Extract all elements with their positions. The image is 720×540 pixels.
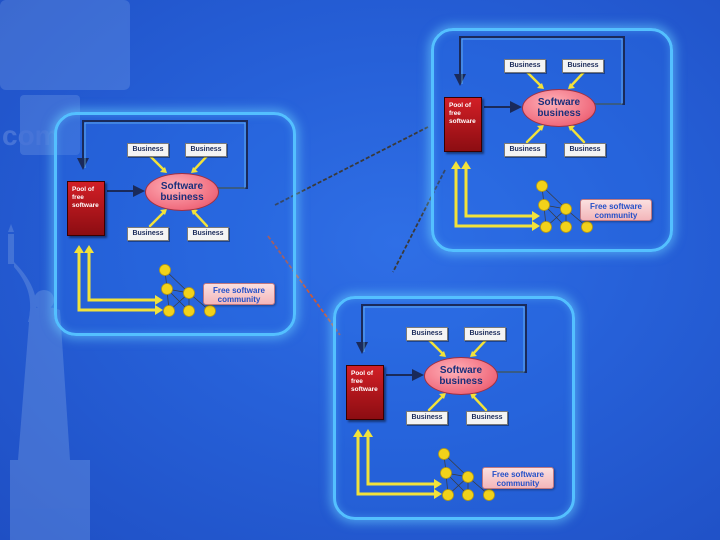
pool-of-free-software-box: Pool of free software — [346, 365, 384, 420]
free-software-community-box: Free software community — [482, 467, 554, 489]
community-nodes — [159, 264, 216, 317]
panel-top-right-diagram: Business Business Business Business Pool… — [431, 28, 673, 252]
software-business-ellipse: Software business — [145, 173, 219, 211]
pool-label-line3: software — [72, 202, 99, 209]
pool-label-line1: Pool of — [72, 186, 95, 193]
business-arrow-4 — [470, 393, 488, 412]
business-arrow-3 — [525, 125, 544, 144]
pool-label-line2: free — [72, 194, 84, 201]
business-arrow-2 — [470, 338, 488, 357]
business-box-top-left: Business — [127, 143, 169, 157]
connector-left-to-top — [274, 126, 429, 206]
software-label-line2: business — [537, 108, 581, 119]
business-box-bottom-left: Business — [127, 227, 169, 241]
software-business-ellipse: Software business — [522, 89, 596, 127]
business-arrow-1 — [427, 338, 446, 357]
pool-label-line2: free — [449, 110, 461, 117]
feedback-loop-line-highlight — [84, 122, 246, 189]
community-label-line2: community — [496, 479, 540, 488]
svg-text:com: com — [2, 120, 60, 151]
business-arrow-4 — [191, 209, 209, 228]
business-box-top-right: Business — [464, 327, 506, 341]
business-box-top-left: Business — [406, 327, 448, 341]
software-label-line2: business — [439, 376, 483, 387]
business-box-bottom-left: Business — [504, 143, 546, 157]
business-box-bottom-right: Business — [564, 143, 606, 157]
software-label-line1: Software — [439, 365, 483, 376]
pool-label-line3: software — [351, 386, 378, 393]
statue-of-liberty-silhouette — [8, 224, 90, 540]
business-box-top-right: Business — [562, 59, 604, 73]
connector-top-to-bottom — [392, 169, 446, 273]
software-label-line2: business — [160, 192, 204, 203]
business-arrow-3 — [148, 209, 167, 228]
software-label-line1: Software — [160, 181, 204, 192]
panel-left-diagram: Business Business Business Business Pool… — [54, 112, 296, 336]
community-label-line1: Free software — [589, 202, 643, 211]
business-arrow-2 — [568, 70, 586, 89]
community-l-arrows — [454, 167, 534, 228]
connector-left-to-bottom — [267, 235, 341, 336]
software-label-line1: Software — [537, 97, 581, 108]
feedback-loop-line-highlight — [461, 38, 623, 105]
business-arrow-2 — [191, 154, 209, 173]
community-label-line2: community — [594, 211, 638, 220]
pool-of-free-software-box: Pool of free software — [67, 181, 105, 236]
free-software-community-box: Free software community — [203, 283, 275, 305]
software-business-ellipse: Software business — [424, 357, 498, 395]
pool-of-free-software-box: Pool of free software — [444, 97, 482, 152]
community-l-arrows — [77, 251, 157, 312]
business-arrow-1 — [525, 70, 544, 89]
business-box-top-right: Business — [185, 143, 227, 157]
community-label-line2: community — [217, 295, 261, 304]
diagram-lines — [74, 120, 248, 317]
business-box-bottom-right: Business — [187, 227, 229, 241]
diagram-lines — [451, 36, 625, 233]
free-software-community-box: Free software community — [580, 199, 652, 221]
pool-label-line2: free — [351, 378, 363, 385]
community-l-arrows — [356, 435, 436, 496]
pool-label-line1: Pool of — [351, 370, 374, 377]
pool-label-line1: Pool of — [449, 102, 472, 109]
feedback-loop-line-highlight — [363, 306, 525, 373]
business-box-bottom-left: Business — [406, 411, 448, 425]
community-label-line1: Free software — [491, 470, 545, 479]
business-box-bottom-right: Business — [466, 411, 508, 425]
business-box-top-left: Business — [504, 59, 546, 73]
business-arrow-3 — [427, 393, 446, 412]
business-arrow-4 — [568, 125, 586, 144]
community-nodes — [536, 180, 593, 233]
panel-bottom-diagram: Business Business Business Business Pool… — [333, 296, 575, 520]
pool-label-line3: software — [449, 118, 476, 125]
community-nodes — [438, 448, 495, 501]
business-arrow-1 — [148, 154, 167, 173]
community-label-line1: Free software — [212, 286, 266, 295]
diagram-lines — [353, 304, 527, 501]
